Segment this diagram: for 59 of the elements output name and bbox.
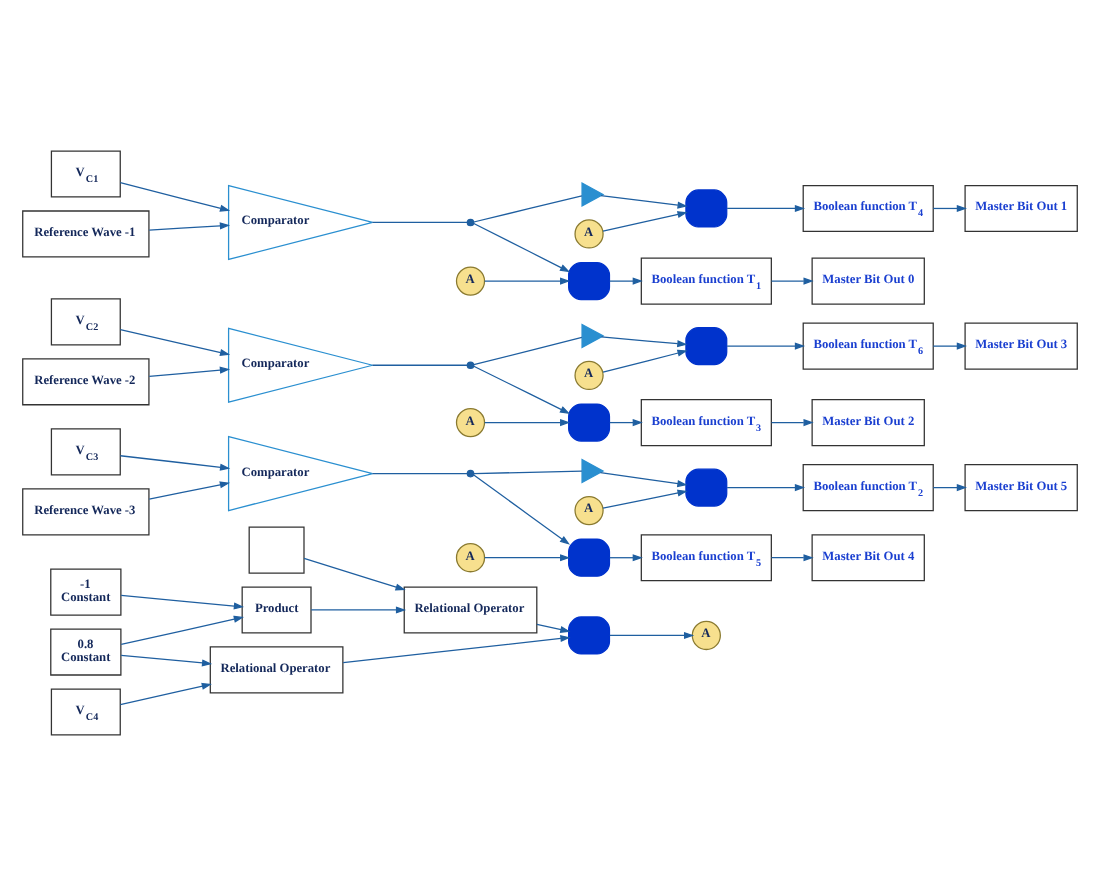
arrow — [473, 222, 571, 273]
arrow — [473, 474, 570, 545]
connector — [473, 195, 583, 223]
arrow — [600, 195, 688, 209]
arrow — [932, 342, 967, 350]
arrow — [726, 484, 806, 492]
node-gate — [685, 189, 728, 228]
connector — [371, 364, 468, 366]
arrow — [119, 328, 231, 357]
arrow — [726, 342, 806, 350]
arrow — [602, 489, 688, 509]
arrow — [148, 222, 231, 231]
node-triangle — [581, 323, 605, 349]
arrow — [609, 631, 695, 640]
node-circle — [466, 361, 475, 370]
arrow — [602, 349, 688, 373]
arrow — [473, 365, 571, 414]
arrow — [120, 615, 244, 646]
arrow — [310, 606, 407, 614]
arrow — [303, 557, 406, 591]
arrow — [770, 419, 814, 427]
arrow — [484, 277, 571, 285]
arrow — [609, 554, 643, 562]
node-gate — [685, 468, 728, 507]
arrow — [120, 594, 245, 610]
connector — [473, 470, 583, 475]
arrow — [600, 336, 688, 348]
arrow — [119, 455, 231, 471]
node-gate — [568, 262, 611, 301]
arrow — [148, 366, 231, 377]
arrow — [609, 419, 643, 427]
arrow — [770, 277, 814, 285]
node-gate — [568, 538, 611, 577]
node-gate — [685, 327, 728, 366]
arrow — [148, 481, 231, 500]
node-triangle — [581, 458, 605, 484]
node-gate — [568, 403, 611, 442]
node-circle — [466, 469, 475, 478]
arrow — [602, 211, 688, 232]
connector — [371, 472, 468, 475]
node-gate — [568, 616, 611, 655]
connector — [371, 221, 468, 224]
arrow — [932, 204, 967, 213]
node-box — [248, 526, 305, 574]
arrow — [484, 419, 571, 427]
arrow — [726, 204, 806, 213]
arrow — [342, 634, 571, 664]
arrow — [932, 484, 967, 492]
arrow — [484, 554, 571, 562]
arrow — [119, 181, 231, 212]
arrow — [770, 554, 814, 562]
arrow — [119, 682, 212, 706]
arrow — [536, 623, 571, 633]
arrow — [599, 471, 688, 488]
arrow — [609, 277, 643, 285]
node-circle — [466, 218, 475, 227]
arrow — [120, 654, 213, 667]
connector — [473, 336, 583, 366]
node-triangle — [581, 181, 605, 207]
